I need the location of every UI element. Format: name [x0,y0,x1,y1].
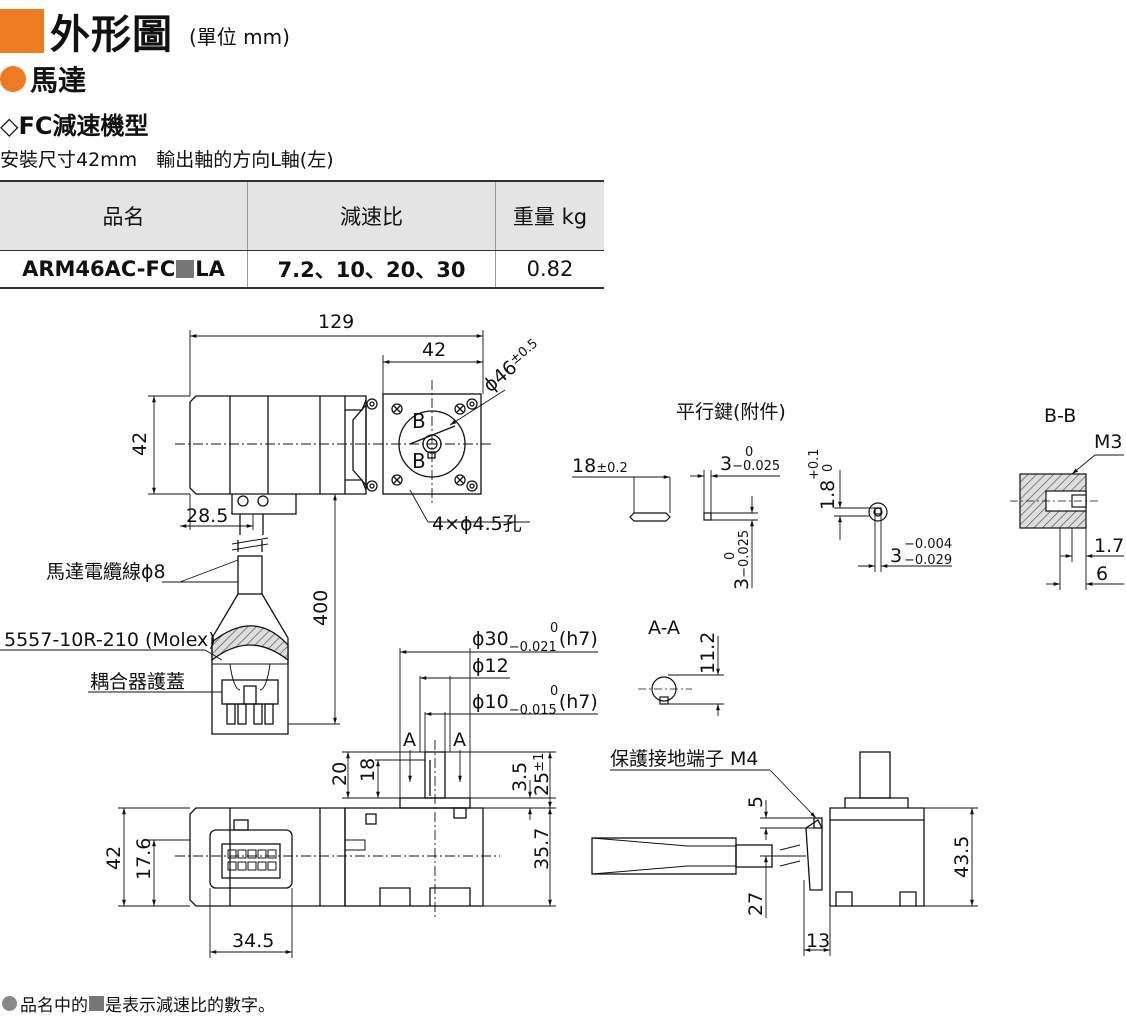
groove-height-tol-lower: 0 [821,464,836,472]
parallel-key [629,502,888,522]
dim-phi12: ϕ12 [472,655,509,677]
dimension-texts: 129 42 ϕ46±0.5 42 B B 28.5 4×ϕ4.5孔 400 ϕ… [4,311,1124,952]
footnote-dot-icon [2,996,17,1011]
dim-1-7: 1.7 [1094,535,1124,557]
key-height-tol-upper: 0 [723,552,738,560]
footnote-pre: 品名中的 [20,996,88,1016]
dim-43-5: 43.5 [951,836,973,878]
groove-width-tol-upper: −0.004 [904,537,952,552]
dim-28-5: 28.5 [186,505,228,527]
dim-6: 6 [1096,563,1108,585]
table-row: ARM46AC-FC LA 7.2、10、20、30 0.82 [0,250,604,289]
col-header-ratio: 減速比 [247,180,496,251]
cell-model: ARM46AC-FC LA [0,250,248,289]
dim-13: 13 [806,930,830,952]
phi30-tol-upper: 0 [550,621,558,636]
dim-17-6: 17.6 [133,838,155,880]
key-height: 3−0.025 [731,530,753,590]
motor-side-view [189,751,484,907]
dim-20: 20 [329,762,351,786]
title-row: 外形圖 (單位 mm) [0,2,290,60]
dim-phi46: ϕ46±0.5 [479,336,545,397]
col-header-name: 品名 [0,180,248,251]
center-lines [175,380,492,506]
section-title: 馬達 [30,64,87,97]
dim-18: 18 [357,758,379,782]
title-marker-icon [0,9,44,53]
cell-weight: 0.82 [495,250,604,289]
groove-width: 3 [890,545,902,567]
dim-3-5: 3.5 [509,762,531,792]
holes-label: 4×ϕ4.5孔 [432,513,522,535]
table-header-row: 品名 減速比 重量 kg [0,180,604,251]
mount-info-row: 安裝尺寸42mm 輸出軸的方向L軸(左) [0,145,334,172]
thread-m3: M3 [1094,431,1122,453]
dim-42-top: 42 [422,339,446,361]
dim-11-2: 11.2 [697,632,719,674]
model-suffix: LA [195,257,225,281]
dim-400: 400 [310,590,332,626]
groove-height: 1.8 [817,480,839,510]
dim-phi10: ϕ10−0.015(h7) [472,691,598,718]
ratio-placeholder-icon [176,260,195,278]
dim-5: 5 [745,796,767,808]
section-b-top: B [412,409,426,433]
dim-42-side: 42 [103,846,125,870]
key-width: 3−0.025 [720,453,780,475]
page-title: 外形圖 [50,12,173,58]
coupler-cover-label: 耦合器護蓋 [90,671,185,693]
ground-terminal-label: 保護接地端子 M4 [610,748,759,770]
unit-label: (單位 mm) [189,24,290,49]
section-bb-title: B-B [1044,405,1076,427]
dim-25: 25±1 [531,753,553,796]
section-a-right: A [453,729,466,751]
dim-27: 27 [745,892,767,916]
gear-end-view [591,751,925,907]
bullet-dot-icon [0,66,26,92]
model-type-title: ◇FC減速機型 [0,112,149,140]
section-b-bottom: B [412,449,426,473]
footnote: 品名中的是表示減速比的數字。 [2,991,275,1016]
key-length: 18±0.2 [572,455,628,477]
section-a-left: A [403,729,416,751]
mount-info: 安裝尺寸42mm 輸出軸的方向L軸(左) [0,149,334,171]
key-title: 平行鍵(附件) [676,401,786,423]
footnote-post: 是表示減速比的數字。 [105,996,275,1016]
dim-42-left: 42 [129,432,151,456]
motor-cable-label: 馬達電纜線ϕ8 [46,561,166,583]
cable-connector [211,537,289,735]
dimension-lines [0,330,1124,958]
ratio-placeholder-icon [89,996,104,1011]
key-width-tol-upper: 0 [745,445,753,460]
model-type-row: ◇FC減速機型 [0,106,148,141]
side-center-lines [175,740,500,920]
section-bb [1010,473,1100,529]
dim-34-5: 34.5 [232,930,274,952]
col-header-weight: 重量 kg [495,180,604,251]
dim-phi30: ϕ30−0.021(h7) [472,628,598,655]
section-aa-title: A-A [648,617,680,639]
groove-width-tol-lower: −0.029 [904,553,952,568]
section-row: 馬達 [0,59,86,99]
dim-35-7: 35.7 [531,828,553,870]
dim-129: 129 [318,311,354,333]
cell-ratio: 7.2、10、20、30 [247,250,496,289]
model-prefix: ARM46AC-FC [22,257,176,281]
connector-label: 5557-10R-210 (Molex) [4,629,216,651]
section-aa [638,676,692,705]
phi10-tol-upper: 0 [550,684,558,699]
spec-table: 品名 減速比 重量 kg ARM46AC-FC LA 7.2、10、20、30 0… [0,180,604,289]
groove-height-tol-upper: +0.1 [807,448,822,480]
